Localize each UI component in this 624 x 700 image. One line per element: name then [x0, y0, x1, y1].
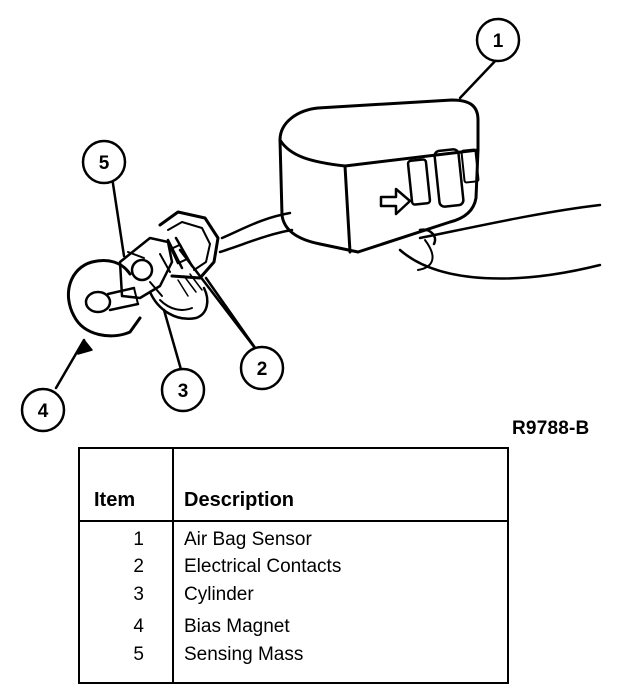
sensor-diagram: 1 2 3 4 5: [20, 17, 602, 433]
callout-leaders: [54, 56, 500, 390]
legend-row: 5 Sensing Mass: [80, 644, 507, 672]
air-bag-sensor-housing: [278, 98, 480, 254]
callout-3: 3: [160, 367, 206, 413]
sensing-mass-ball: [130, 258, 154, 282]
legend-row: 1 Air Bag Sensor: [80, 529, 507, 557]
legend-row-description: Electrical Contacts: [184, 556, 342, 577]
legend-row: 4 Bias Magnet: [80, 616, 507, 644]
callout-3-label: 3: [178, 381, 189, 402]
legend-header-divider: [80, 520, 507, 522]
callout-5-label: 5: [99, 153, 110, 174]
legend-header-description: Description: [184, 489, 295, 511]
callout-4: 4: [20, 387, 66, 433]
legend-row-description: Sensing Mass: [184, 644, 304, 665]
figure-reference-code: R9788-B: [512, 418, 590, 439]
callout-4-label: 4: [38, 401, 49, 422]
legend-row-item: 3: [133, 584, 144, 605]
legend-row-item: 2: [133, 556, 144, 577]
arrow-icon: [379, 187, 412, 216]
callout-4-arrowhead: [77, 339, 93, 355]
callout-1: 1: [475, 17, 521, 63]
legend-row-description: Bias Magnet: [184, 616, 290, 637]
parts-legend-table: Item Description 1 Air Bag Sensor 2 Elec…: [78, 447, 509, 684]
legend-row-description: Air Bag Sensor: [184, 529, 312, 550]
legend-row-item: 5: [133, 644, 144, 665]
callout-1-label: 1: [493, 31, 504, 52]
callout-2: 2: [239, 345, 285, 391]
switch-assembly: [66, 210, 220, 338]
legend-row: 3 Cylinder: [80, 584, 507, 612]
harness-cable: [398, 203, 602, 280]
legend-row: 2 Electrical Contacts: [80, 556, 507, 584]
legend-column-divider: [172, 449, 174, 682]
callout-2-label: 2: [257, 359, 268, 380]
legend-row-description: Cylinder: [184, 584, 254, 605]
legend-row-item: 1: [133, 529, 144, 550]
callout-5: 5: [81, 139, 127, 185]
legend-row-item: 4: [133, 616, 144, 637]
legend-header-item: Item: [94, 489, 136, 511]
